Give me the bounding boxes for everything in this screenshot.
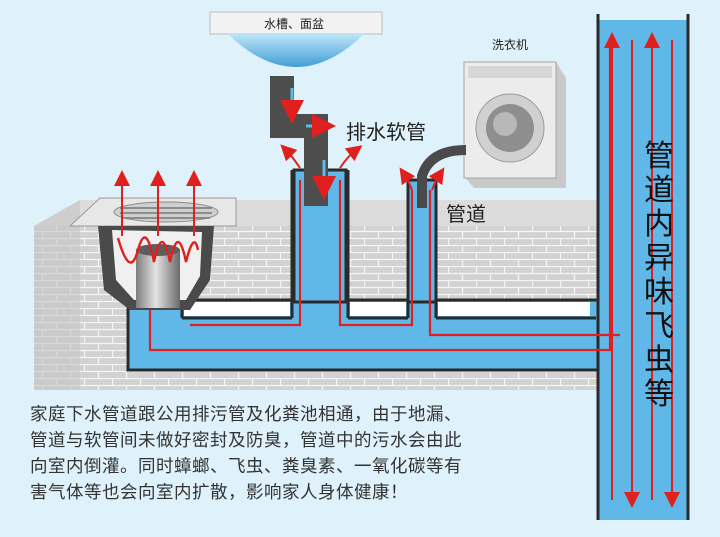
vertical-pipe-label: 管道内异味飞虫等 [644, 139, 674, 412]
washer-label: 洗衣机 [492, 38, 529, 52]
caption-text: 家庭下水管道跟公用排污管及化粪池相通，由于地漏、 管道与软管间未做好密封及防臭，… [30, 402, 590, 506]
floor-drain-icon [68, 170, 237, 310]
sink-basin-icon [209, 11, 383, 206]
washing-machine-icon [463, 61, 566, 188]
sink-label: 水槽、面盆 [264, 17, 325, 31]
caption-line: 家庭下水管道跟公用排污管及化粪池相通，由于地漏、 [30, 405, 462, 425]
pipe-label: 管道 [446, 202, 486, 226]
caption-line: 管道与软管间未做好密封及防臭，管道中的污水会由此 [30, 431, 462, 451]
drain-hose-icon [399, 145, 467, 208]
caption-line: 害气体等也会向室内扩散，影响家人身体健康！ [30, 483, 408, 503]
vertical-arrows [604, 32, 680, 508]
caption-line: 向室内倒灌。同时蟑螂、飞虫、粪臭素、一氧化碳等有 [30, 457, 462, 477]
flow-lines [148, 40, 620, 352]
hose-label: 排水软管 [346, 120, 426, 144]
